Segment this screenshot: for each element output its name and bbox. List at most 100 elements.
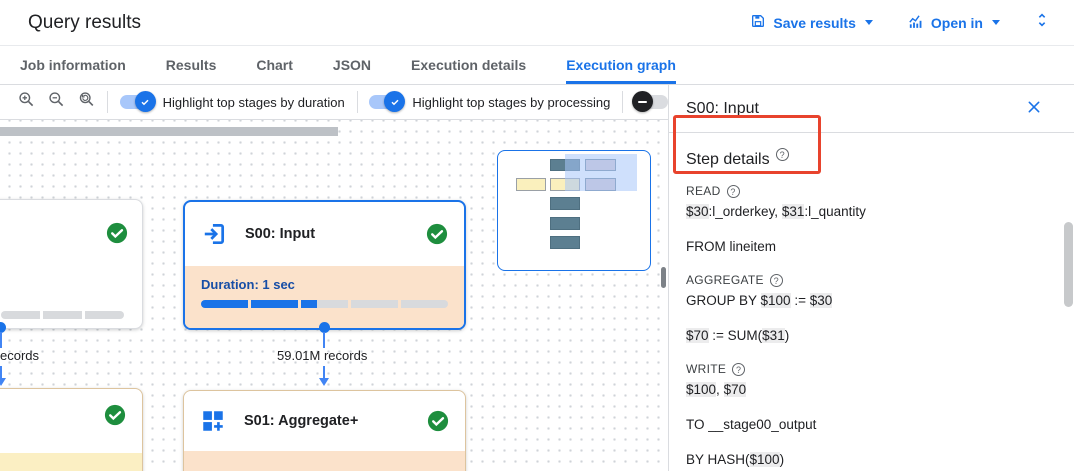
divider	[356, 91, 358, 113]
zoom-reset-icon[interactable]	[78, 91, 95, 113]
minimap-stage-rect	[550, 236, 580, 249]
step-section: READ? $30:l_orderkey, $31:l_quantity	[686, 184, 1074, 220]
step-section-label: READ?	[686, 184, 1074, 198]
help-icon[interactable]: ?	[775, 148, 789, 161]
check-icon	[134, 91, 156, 112]
edge-records-label: ecords	[0, 348, 40, 363]
tab-results[interactable]: Results	[165, 57, 217, 73]
progress-segment	[351, 300, 398, 308]
minimap-stage-rect	[550, 197, 580, 210]
stage-title: S01: Aggregate+	[244, 413, 359, 429]
tab-job-information[interactable]: Job information	[20, 57, 126, 73]
divider	[622, 91, 624, 113]
edge-arrowhead	[0, 378, 6, 386]
stage-details-panel: S00: Input Step details ? READ? $30:l_ord…	[668, 85, 1074, 471]
zoom-in-icon[interactable]	[18, 91, 35, 113]
toggle-processing-label: Highlight top stages by processing	[412, 94, 611, 110]
step-section-label: AGGREGATE?	[686, 273, 1074, 287]
tab-chart[interactable]: Chart	[256, 57, 293, 73]
progress-segment	[251, 300, 298, 308]
toggle-highlight-processing[interactable]	[369, 91, 406, 112]
edge-arrowhead	[319, 378, 329, 386]
open-in-button[interactable]: Open in	[907, 13, 1000, 33]
success-check-icon	[427, 410, 449, 432]
minus-icon	[632, 91, 654, 112]
stage-node-partial-top[interactable]	[0, 199, 143, 329]
stage-node-partial-bottom[interactable]	[0, 388, 143, 471]
chevron-down-icon	[864, 20, 873, 25]
step-section: $70 := SUM($31)	[686, 327, 1074, 344]
edge-line	[0, 366, 2, 378]
help-icon[interactable]: ?	[769, 273, 783, 287]
graph-toolbar: Highlight top stages by duration Highlig…	[0, 85, 669, 120]
step-section: WRITE? $100, $70	[686, 362, 1074, 398]
step-section: FROM lineitem	[686, 238, 1074, 255]
edge-line	[323, 366, 325, 378]
graph-vertical-scrollbar[interactable]	[661, 267, 666, 288]
minimap-stage-rect	[550, 217, 580, 230]
tab-execution-graph[interactable]: Execution graph	[566, 46, 676, 84]
divider	[107, 91, 108, 113]
save-results-label: Save results	[773, 14, 856, 31]
step-section-line: $100, $70	[686, 382, 747, 397]
step-section-line: BY HASH($100)	[686, 452, 785, 467]
progress-segment	[85, 311, 124, 319]
tab-execution-details[interactable]: Execution details	[411, 57, 527, 73]
panel-title: S00: Input	[686, 100, 759, 117]
stage-duration-label: Duration: 1 sec	[201, 277, 295, 292]
edge-records-label: 59.01M records	[277, 348, 368, 363]
step-section: BY HASH($100)	[686, 451, 1074, 468]
panel-scrollbar[interactable]	[1064, 222, 1073, 307]
stage-title: S00: Input	[245, 226, 316, 242]
progress-segment	[301, 300, 348, 308]
stage-node-s01[interactable]: S01: Aggregate+	[183, 390, 466, 471]
stage-node-s00[interactable]: S00: Input Duration: 1 sec	[183, 200, 466, 330]
success-check-icon	[106, 222, 128, 244]
graph-minimap[interactable]	[497, 150, 651, 271]
aggregate-stage-icon	[200, 408, 226, 434]
left-top-progress-bar	[1, 311, 124, 319]
panel-header: S00: Input	[669, 85, 1074, 133]
progress-segment	[401, 300, 448, 308]
tab-json[interactable]: JSON	[332, 57, 372, 73]
success-check-icon	[426, 223, 448, 245]
success-check-icon	[104, 404, 126, 426]
toggle-highlight-duration[interactable]	[119, 91, 156, 112]
edge-connector-dot	[319, 322, 330, 333]
chevron-down-icon	[992, 20, 1000, 25]
toggle-unlabeled[interactable]	[632, 91, 669, 112]
check-icon	[384, 91, 406, 112]
step-section: TO __stage00_output	[686, 416, 1074, 433]
s00-duration-bar	[201, 300, 448, 308]
results-tab-bar: Job information Results Chart JSON Execution…	[0, 46, 1074, 85]
query-results-header: Query results Save results Open in	[0, 0, 1074, 46]
help-icon[interactable]: ?	[726, 184, 740, 198]
step-section-line: $30:l_orderkey, $31:l_quantity	[686, 204, 866, 219]
open-in-label: Open in	[930, 14, 983, 31]
minimap-viewport[interactable]	[565, 154, 637, 191]
collapse-results-button[interactable]	[1034, 10, 1050, 35]
toggle-duration-label: Highlight top stages by duration	[162, 94, 345, 110]
step-section-label: WRITE?	[686, 362, 1074, 376]
horizontal-scrollbar[interactable]	[0, 127, 338, 136]
save-results-button[interactable]: Save results	[750, 13, 873, 32]
save-icon	[750, 13, 766, 32]
step-section-line: TO __stage00_output	[686, 417, 817, 432]
step-section-line: FROM lineitem	[686, 239, 777, 254]
progress-segment	[43, 311, 82, 319]
progress-segment	[201, 300, 248, 308]
step-details-heading: Step details ?	[686, 148, 1074, 169]
execution-graph-canvas[interactable]: ecords S00: Input Duration: 1 sec	[0, 120, 668, 471]
close-icon[interactable]	[1026, 99, 1044, 117]
step-details-label: Step details	[686, 151, 770, 168]
help-icon[interactable]: ?	[732, 362, 746, 376]
zoom-out-icon[interactable]	[48, 91, 65, 113]
chart-icon	[907, 13, 924, 33]
progress-segment	[1, 311, 40, 319]
page-title: Query results	[28, 11, 141, 33]
input-stage-icon	[201, 221, 227, 247]
edge-line	[323, 332, 325, 348]
minimap-stage-rect	[516, 178, 546, 191]
step-section-line: GROUP BY $100 := $30	[686, 293, 833, 308]
